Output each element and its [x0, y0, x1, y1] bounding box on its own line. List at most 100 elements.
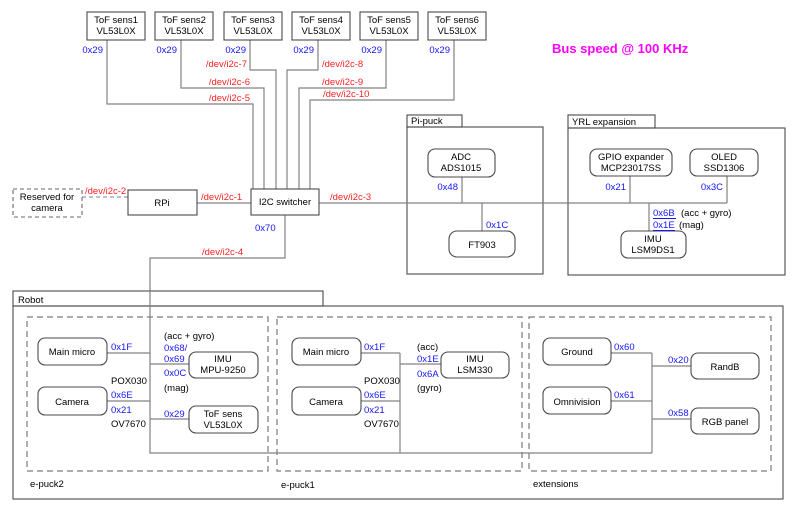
ep1-imu-chip: LSM330	[457, 365, 492, 376]
tof-sens4-name: ToF sens4	[299, 15, 343, 26]
tof-sens6-addr: 0x29	[429, 45, 450, 56]
epuck2-label: e-puck2	[30, 479, 64, 490]
ep1-imu-note2: (gyro)	[417, 383, 442, 394]
wire-i2c8-sens4	[286, 40, 319, 189]
yrl-imu-addr1: 0x6B	[653, 208, 675, 219]
wire-i2c9-sens5	[298, 40, 387, 189]
wire-i2c5-sens1	[106, 40, 254, 189]
ep2-cam-chip2: OV7670	[111, 419, 146, 430]
tof-sens4-box	[291, 11, 351, 41]
tof-sens2-name: ToF sens2	[162, 15, 206, 26]
randb-label: RandB	[710, 362, 739, 373]
wires	[82, 40, 728, 454]
adc-name: ADC	[451, 152, 471, 163]
rgb-panel-addr: 0x58	[668, 408, 689, 419]
tof-sens1-addr: 0x29	[82, 45, 103, 56]
ep1-imu-box	[440, 351, 510, 379]
yrl-imu-chip: LSM9DS1	[631, 245, 674, 256]
ep2-imu-note1: (acc + gyro)	[164, 331, 214, 342]
ground-box	[542, 337, 612, 366]
wire-i2c7-sens3	[249, 40, 277, 189]
ep1-main-micro-box	[291, 337, 362, 366]
ft903-box	[448, 230, 516, 258]
randb-box	[690, 352, 760, 380]
ep2-main-micro-label: Main micro	[49, 347, 95, 358]
ep1-imu-name: IMU	[466, 354, 484, 365]
tof-sens5-chip: VL53L0X	[369, 26, 409, 37]
ep2-main-addr: 0x1F	[111, 342, 132, 353]
tof-sens2-box	[154, 11, 214, 41]
tof-sens3-box	[223, 11, 283, 41]
reserved-line2: camera	[31, 203, 63, 214]
ep2-cam-chip1: POX030	[111, 376, 147, 387]
tof-sens1-box	[86, 11, 146, 41]
ep2-imu-chip: MPU-9250	[200, 365, 245, 376]
ep2-tof-chip: VL53L0X	[203, 420, 243, 431]
i2c-switcher-box	[250, 188, 320, 216]
ft903-label: FT903	[468, 240, 495, 251]
ep1-cam-chip1: POX030	[364, 376, 400, 387]
ep1-camera-label: Camera	[309, 397, 344, 408]
tof-sens5-box	[359, 11, 419, 41]
yrl-box	[567, 127, 786, 276]
randb-addr: 0x20	[668, 355, 689, 366]
tof-sens5-name: ToF sens5	[367, 15, 411, 26]
pipuck-box	[406, 126, 544, 275]
robot-box	[12, 305, 784, 500]
ground-label: Ground	[561, 347, 593, 358]
label-i2c-9: /dev/i2c-9	[322, 77, 363, 88]
ft903-addr: 0x1C	[486, 220, 508, 231]
label-i2c-3: /dev/i2c-3	[330, 192, 371, 203]
ep2-tof-addr: 0x29	[164, 409, 185, 420]
tof-sens3-name: ToF sens3	[231, 15, 275, 26]
label-i2c-5: /dev/i2c-5	[209, 93, 250, 104]
ep2-cam-addr2: 0x21	[111, 405, 132, 416]
ep2-imu-addr3: 0x0C	[164, 368, 186, 379]
tof-sens2-chip: VL53L0X	[164, 26, 204, 37]
tof-sens6-name: ToF sens6	[435, 15, 479, 26]
i2c-switcher-label: I2C switcher	[259, 197, 311, 208]
gpio-addr: 0x21	[605, 182, 626, 193]
rgb-panel-label: RGB panel	[702, 417, 748, 428]
ep2-imu-addr1: 0x68/	[164, 343, 188, 354]
tof-sens2-addr: 0x29	[156, 45, 177, 56]
tof-sens3-addr: 0x29	[225, 45, 246, 56]
label-i2c-8: /dev/i2c-8	[322, 59, 363, 70]
wire-i2c10-sens6	[309, 40, 455, 189]
rpi-label: RPi	[154, 198, 169, 209]
gpio-name: GPIO expander	[598, 152, 664, 163]
tof-sens6-chip: VL53L0X	[437, 26, 477, 37]
pipuck-container	[406, 114, 544, 275]
wire-i2c6-sens2	[180, 40, 265, 189]
tof-sens1-name: ToF sens1	[94, 15, 138, 26]
tof-sens4-chip: VL53L0X	[301, 26, 341, 37]
yrl-imu-addr2: 0x1E	[653, 220, 675, 231]
ep2-main-micro-box	[37, 337, 108, 366]
oled-name: OLED	[711, 152, 737, 163]
rpi-box	[127, 189, 198, 216]
pipuck-title: Pi-puck	[411, 116, 443, 127]
tof-sens3-chip: VL53L0X	[233, 26, 273, 37]
tof-sens5-addr: 0x29	[361, 45, 382, 56]
ep2-imu-box	[188, 351, 259, 379]
epuck1-region	[276, 316, 523, 472]
yrl-imu-name: IMU	[644, 234, 662, 245]
ep1-main-micro-label: Main micro	[303, 347, 349, 358]
adc-box	[427, 148, 496, 178]
bus-speed-note: Bus speed @ 100 KHz	[552, 41, 689, 56]
ep1-imu-note1: (acc)	[417, 342, 438, 353]
yrl-title: YRL expansion	[572, 117, 636, 128]
ep1-cam-addr1: 0x6E	[364, 390, 386, 401]
ep2-imu-name: IMU	[214, 354, 232, 365]
ep2-tof-name: ToF sens	[204, 409, 243, 420]
ep2-imu-note2: (mag)	[164, 383, 189, 394]
ep2-camera-box	[37, 386, 108, 416]
omnivision-label: Omnivision	[554, 397, 601, 408]
ep1-main-addr: 0x1F	[364, 342, 385, 353]
extensions-region	[528, 316, 772, 472]
label-i2c-2: /dev/i2c-2	[85, 186, 126, 197]
omnivision-box	[542, 386, 612, 415]
adc-addr: 0x48	[437, 182, 458, 193]
omnivision-addr: 0x61	[614, 390, 635, 401]
